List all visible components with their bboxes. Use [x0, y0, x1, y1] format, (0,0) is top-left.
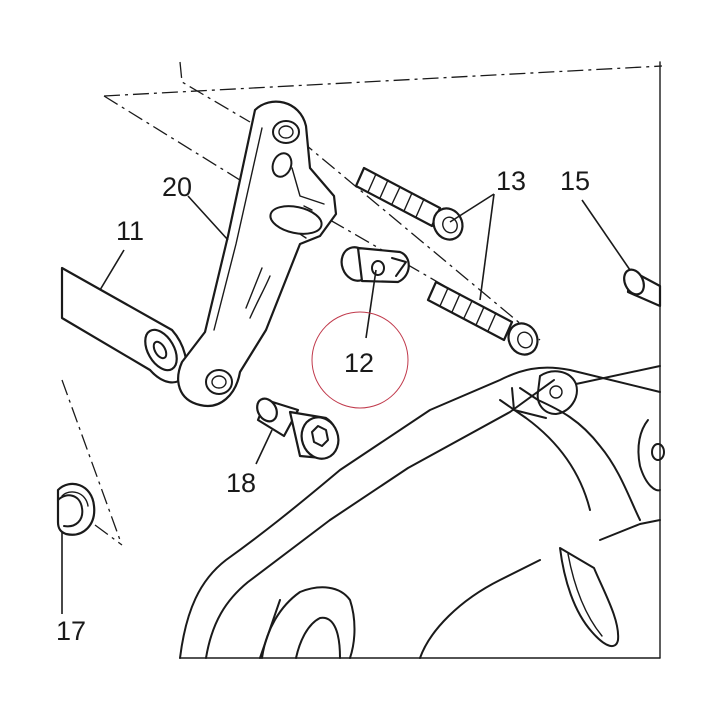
callout-12: 12	[344, 348, 374, 378]
part-11-spacer-tube	[60, 266, 188, 384]
callout-20: 20	[162, 172, 192, 202]
callout-18: 18	[226, 468, 256, 498]
leader-lines	[61, 193, 631, 614]
part-17-seal-ring	[56, 482, 96, 536]
callout-15: 15	[560, 166, 590, 196]
part-15-bushing	[623, 268, 662, 308]
part-18-cap-screw	[256, 397, 340, 460]
reference-lines	[61, 61, 663, 546]
part-13-bolt-upper	[354, 166, 464, 241]
highlight-circle	[311, 311, 409, 409]
callout-labels: 11 20 13 15 12 18 17	[56, 166, 590, 646]
callout-17: 17	[56, 616, 86, 646]
callout-11: 11	[116, 216, 144, 246]
part-20-linkage-bracket	[177, 100, 338, 408]
frame-edges	[179, 61, 661, 659]
part-12-clevis	[340, 246, 410, 284]
callout-13: 13	[496, 166, 526, 196]
frame-casting-outline	[179, 365, 665, 659]
part-13-bolt-lower	[426, 280, 539, 356]
